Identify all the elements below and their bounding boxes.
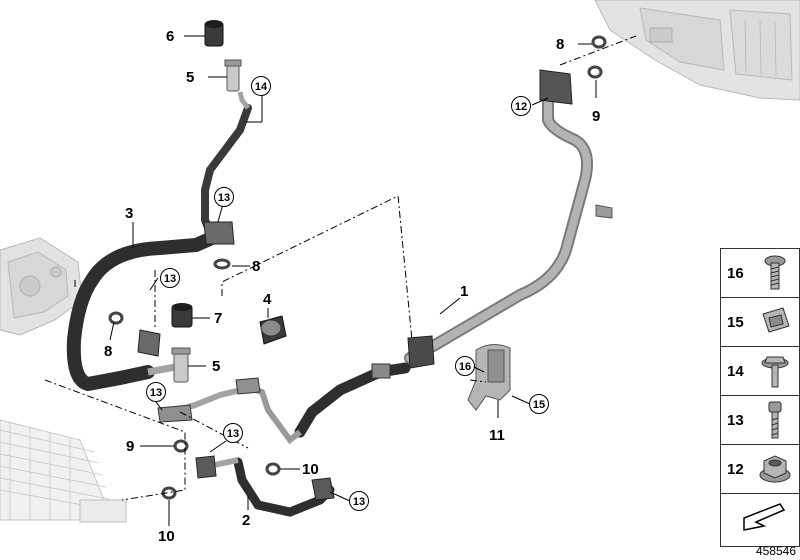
- leader-lines: [109, 35, 597, 526]
- o-ring-seals: [108, 35, 607, 500]
- callout-4: 4: [263, 291, 272, 308]
- part-7-valve-cap[interactable]: [171, 303, 193, 328]
- callout-13-circled-lower: 13: [223, 423, 243, 443]
- part-5-service-valve-upper[interactable]: [224, 59, 242, 92]
- svg-text:12: 12: [515, 101, 527, 113]
- callout-2: 2: [242, 512, 250, 529]
- hex-flange-bolt-icon: [761, 356, 789, 388]
- legend-number: 14: [727, 362, 744, 380]
- callout-8-left: 8: [104, 343, 112, 360]
- legend-item-12[interactable]: 12: [721, 445, 799, 494]
- legend-item-13[interactable]: 13: [721, 396, 799, 445]
- evaporator-housing-outline: [594, 0, 800, 101]
- reference-number: 458546: [755, 544, 796, 558]
- callout-10-bottom: 10: [158, 528, 175, 545]
- callout-13-circled-upper: 13: [214, 187, 234, 207]
- callout-12-circled: 12: [511, 96, 531, 116]
- legend-number: 15: [727, 313, 744, 331]
- callout-13-circled-bottom-right: 13: [349, 491, 369, 511]
- svg-text:13: 13: [150, 387, 162, 399]
- callout-8-mid: 8: [252, 258, 260, 275]
- socket-bolt-icon: [768, 401, 782, 439]
- fastener-legend: 16 15 14 13 12: [720, 248, 800, 547]
- part-5-service-valve-lower[interactable]: [171, 347, 191, 383]
- legend-number: 16: [727, 264, 744, 282]
- callout-9-right: 9: [592, 108, 600, 125]
- callout-16-circled: 16: [455, 356, 475, 376]
- callout-15-circled: 15: [529, 394, 549, 414]
- part-4-pressure-sensor[interactable]: [259, 315, 287, 345]
- svg-text:13: 13: [227, 428, 239, 440]
- part-11-holder-bracket[interactable]: [467, 344, 511, 411]
- legend-item-14[interactable]: 14: [721, 347, 799, 396]
- clip-nut-icon: [762, 307, 790, 333]
- callout-6: 6: [166, 28, 174, 45]
- callout-9-left: 9: [126, 438, 134, 455]
- callout-5-upper: 5: [186, 69, 194, 86]
- part-6-valve-cap[interactable]: [204, 20, 224, 47]
- svg-text:13: 13: [218, 192, 230, 204]
- direction-arrow-icon: [743, 503, 786, 531]
- svg-text:14: 14: [255, 81, 268, 93]
- mount-bracket-small: [157, 377, 261, 423]
- callout-13-circled-left: 13: [160, 268, 180, 288]
- compressor-outline: [0, 237, 83, 336]
- part-1-suction-pipe[interactable]: [404, 69, 613, 369]
- callout-11: 11: [489, 427, 505, 444]
- legend-number: 13: [727, 411, 744, 429]
- callout-1: 1: [460, 283, 468, 300]
- condenser-outline: [0, 419, 127, 523]
- legend-item-15[interactable]: 15: [721, 298, 799, 347]
- callout-14-circled: 14: [251, 76, 271, 96]
- callout-7: 7: [214, 310, 222, 327]
- legend-number: 12: [727, 460, 744, 478]
- part-3-discharge-hose[interactable]: [66, 91, 252, 392]
- part-2-liquid-line[interactable]: [195, 455, 335, 517]
- legend-direction-arrow: [721, 494, 799, 546]
- callout-13-circled-middle: 13: [146, 382, 166, 402]
- legend-item-16[interactable]: 16: [721, 249, 799, 298]
- svg-text:16: 16: [459, 361, 471, 373]
- svg-text:15: 15: [533, 399, 545, 411]
- hex-flange-nut-icon: [759, 455, 791, 483]
- svg-text:13: 13: [353, 496, 365, 508]
- svg-text:13: 13: [164, 273, 176, 285]
- callout-5-lower: 5: [212, 358, 220, 375]
- callout-10-mid: 10: [302, 461, 319, 478]
- callout-8-right: 8: [556, 36, 564, 53]
- torx-screw-icon: [764, 255, 786, 290]
- callout-3: 3: [125, 205, 133, 222]
